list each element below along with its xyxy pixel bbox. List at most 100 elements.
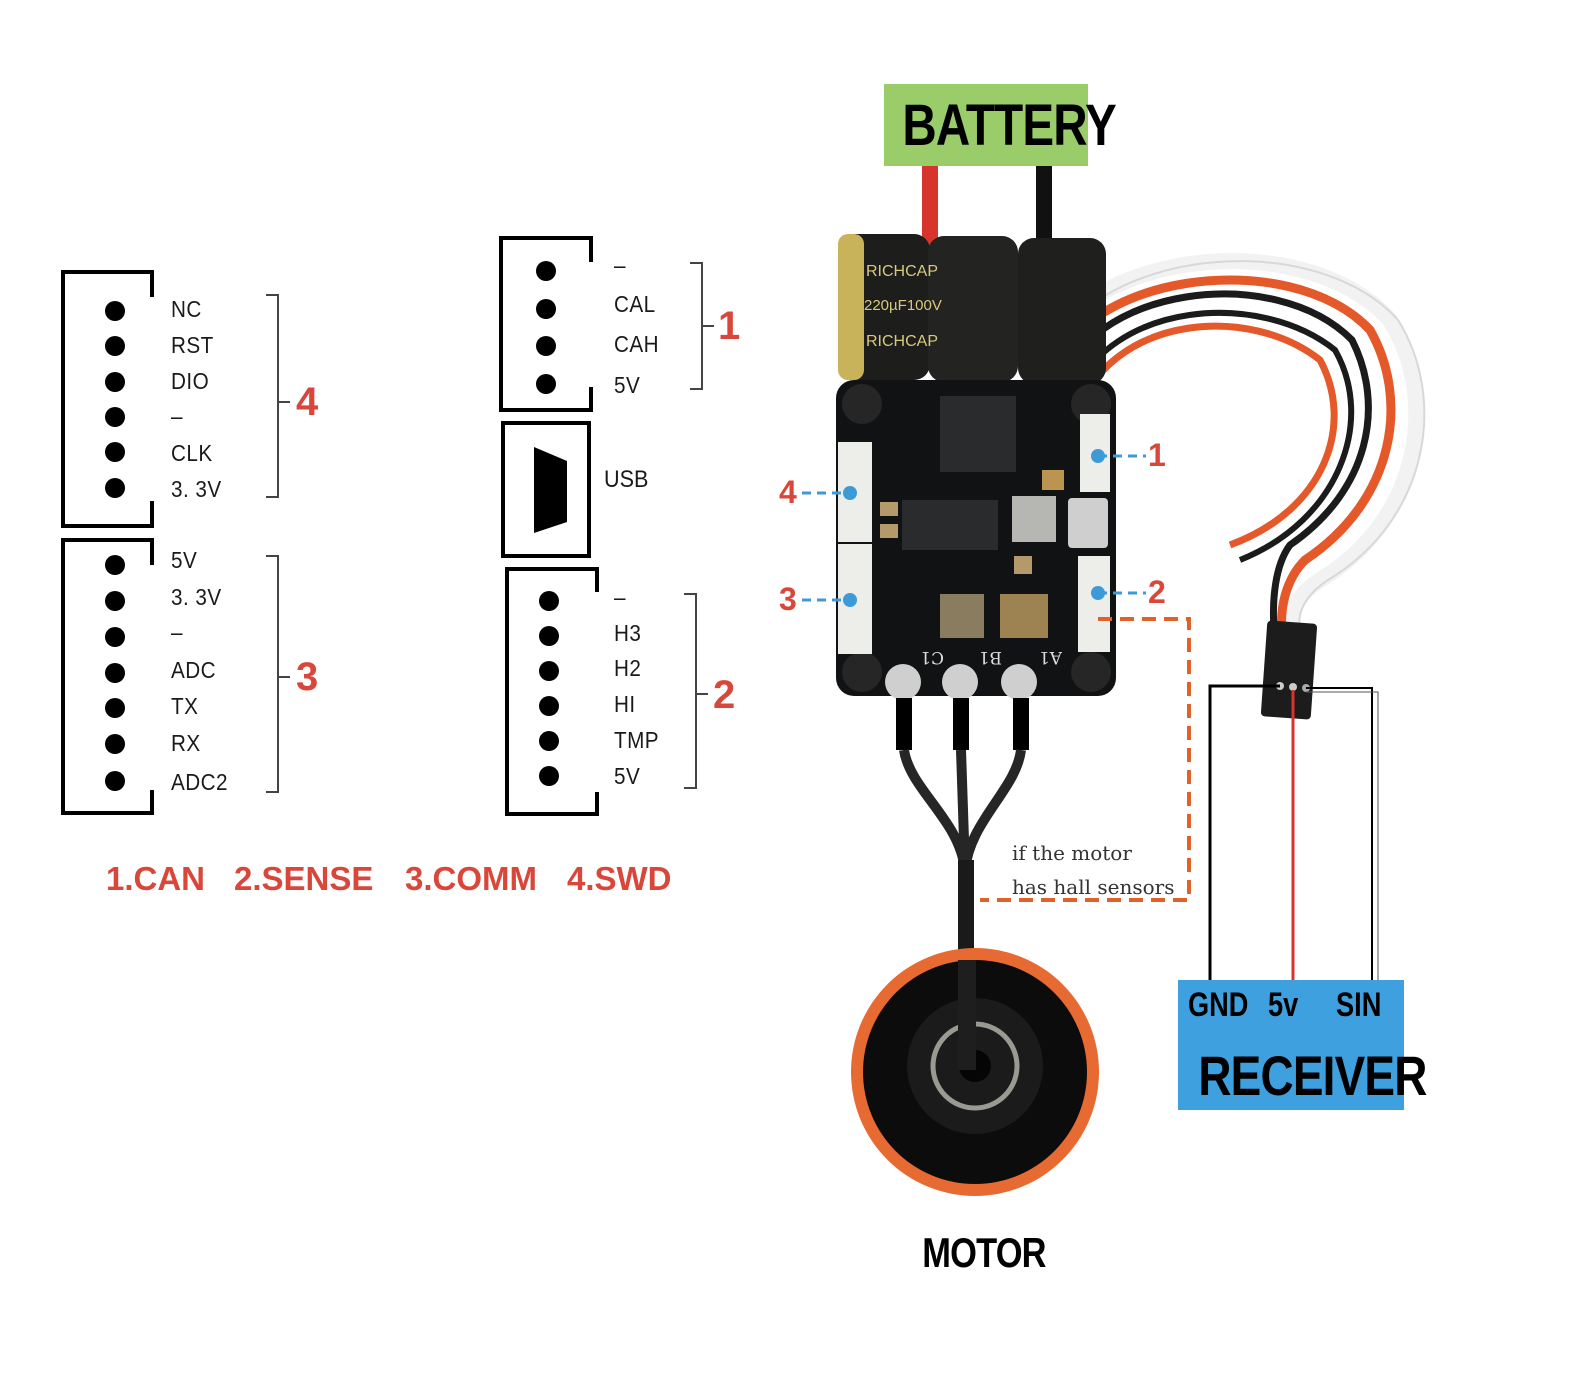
comm-pin-label: ADC bbox=[171, 657, 217, 683]
sense-pin-label: H2 bbox=[614, 655, 642, 681]
phase-label-a: A1 bbox=[1039, 647, 1063, 667]
receiver-pin-gnd: GND bbox=[1188, 986, 1249, 1024]
capacitor-marking: RICHCAP bbox=[866, 333, 938, 350]
usb-label: USB bbox=[604, 466, 649, 493]
pin-dot bbox=[536, 336, 556, 356]
pin-dot bbox=[105, 734, 125, 754]
comm-pin-label: TX bbox=[171, 693, 199, 719]
swd-pin-label: CLK bbox=[171, 440, 213, 466]
receiver-wires bbox=[1208, 684, 1379, 982]
hall-note-line-2: has hall sensors bbox=[1012, 875, 1175, 899]
swd-pin-label: – bbox=[171, 403, 183, 429]
phase-label-b: B1 bbox=[979, 647, 1002, 667]
callout-dot-1 bbox=[1091, 449, 1105, 463]
sense-pin-label: – bbox=[614, 584, 626, 610]
pin-dot bbox=[105, 627, 125, 647]
inductor bbox=[1012, 496, 1056, 542]
sense-pin-label: 5V bbox=[614, 763, 641, 789]
swd-pin-label: RST bbox=[171, 332, 214, 358]
callout-dot-4 bbox=[843, 486, 857, 500]
pin-dot bbox=[105, 478, 125, 498]
pin-dot bbox=[536, 299, 556, 319]
esc-board: C1 B1 A1 bbox=[836, 380, 1116, 700]
can-pin-label: – bbox=[614, 252, 626, 278]
legend-item-swd: 4.SWD bbox=[567, 860, 672, 897]
swd-pin-label: DIO bbox=[171, 368, 210, 394]
legend-item-comm: 3.COMM bbox=[405, 860, 537, 897]
mounting-screw bbox=[1071, 652, 1111, 692]
capacitor bbox=[928, 236, 1018, 382]
sense-pin-dots bbox=[539, 591, 559, 786]
comm-pin-label: 5V bbox=[171, 547, 198, 573]
comm-connector-outline bbox=[61, 538, 154, 815]
pin-dot bbox=[105, 407, 125, 427]
battery-label-box bbox=[884, 84, 1088, 166]
mounting-screw bbox=[842, 384, 882, 424]
can-pin-label: CAH bbox=[614, 331, 660, 357]
pin-dot bbox=[105, 663, 125, 683]
can-bracket bbox=[690, 262, 714, 390]
sense-group-number: 2 bbox=[713, 673, 736, 717]
usb-port-symbol bbox=[501, 421, 591, 558]
sense-pin-label: H3 bbox=[614, 620, 642, 646]
sense-bracket bbox=[684, 593, 708, 789]
pin-dot bbox=[539, 696, 559, 716]
phase-pad-b bbox=[942, 664, 978, 700]
legend-item-sense: 2.SENSE bbox=[234, 860, 374, 897]
can-connector-outline bbox=[499, 236, 593, 412]
hall-sensor-dashed-path bbox=[980, 617, 1191, 902]
driver-chip bbox=[902, 500, 998, 550]
receiver-label-box bbox=[1178, 980, 1404, 1110]
comm-group-number: 3 bbox=[296, 655, 319, 699]
swd-pin-label: 3. 3V bbox=[171, 476, 222, 502]
legend-item-can: 1.CAN bbox=[106, 860, 206, 897]
pin-dot bbox=[105, 698, 125, 718]
micro-usb-port bbox=[1068, 498, 1108, 548]
sense-pin-label: TMP bbox=[614, 727, 660, 753]
battery-wire-positive bbox=[922, 166, 938, 246]
phase-pad-c bbox=[885, 664, 921, 700]
sense-connector-outline bbox=[505, 567, 599, 816]
comm-pin-label: RX bbox=[171, 730, 201, 756]
comm-bracket bbox=[266, 555, 290, 793]
receiver-label: RECEIVER bbox=[1198, 1044, 1427, 1107]
board-callout-4: 4 bbox=[779, 474, 797, 510]
capacitors: RICHCAP 220µF100V RICHCAP bbox=[838, 234, 1106, 384]
battery-wire-negative bbox=[1036, 166, 1052, 246]
phase-pad-a bbox=[1001, 664, 1037, 700]
callout-dot-3 bbox=[843, 593, 857, 607]
swd-pin-dots bbox=[105, 301, 125, 498]
callout-dot-2 bbox=[1091, 586, 1105, 600]
motor-illustration bbox=[851, 948, 1099, 1196]
pin-dot bbox=[105, 301, 125, 321]
pin-dot bbox=[105, 591, 125, 611]
usb-icon bbox=[534, 447, 567, 533]
pin-dot bbox=[105, 336, 125, 356]
mosfet bbox=[1000, 594, 1048, 638]
pin-dot bbox=[536, 261, 556, 281]
comm-pin-label: – bbox=[171, 619, 183, 645]
jst-connector-2 bbox=[1078, 556, 1110, 652]
board-callout-3: 3 bbox=[779, 581, 797, 617]
board-callout-lines bbox=[802, 454, 1146, 602]
mounting-screw bbox=[842, 652, 882, 692]
capacitor-marking: 220µF100V bbox=[864, 297, 942, 314]
receiver-pin-sin: SIN bbox=[1336, 986, 1382, 1024]
battery-label: BATTERY bbox=[902, 93, 1116, 158]
comm-pin-label: 3. 3V bbox=[171, 584, 222, 610]
pin-dot bbox=[539, 661, 559, 681]
comm-pin-dots bbox=[105, 555, 125, 791]
pin-dot bbox=[105, 372, 125, 392]
board-callout-1: 1 bbox=[1148, 437, 1166, 473]
board-callout-2: 2 bbox=[1148, 574, 1166, 610]
can-group-number: 1 bbox=[718, 304, 741, 348]
pin-dot bbox=[539, 731, 559, 751]
can-pin-dots bbox=[536, 261, 556, 394]
capacitor-marking: RICHCAP bbox=[866, 263, 938, 280]
pin-dot bbox=[539, 591, 559, 611]
signal-wire bbox=[1306, 687, 1373, 982]
gnd-wire bbox=[1208, 684, 1280, 982]
pin-dot bbox=[105, 771, 125, 791]
pin-dot bbox=[105, 555, 125, 575]
